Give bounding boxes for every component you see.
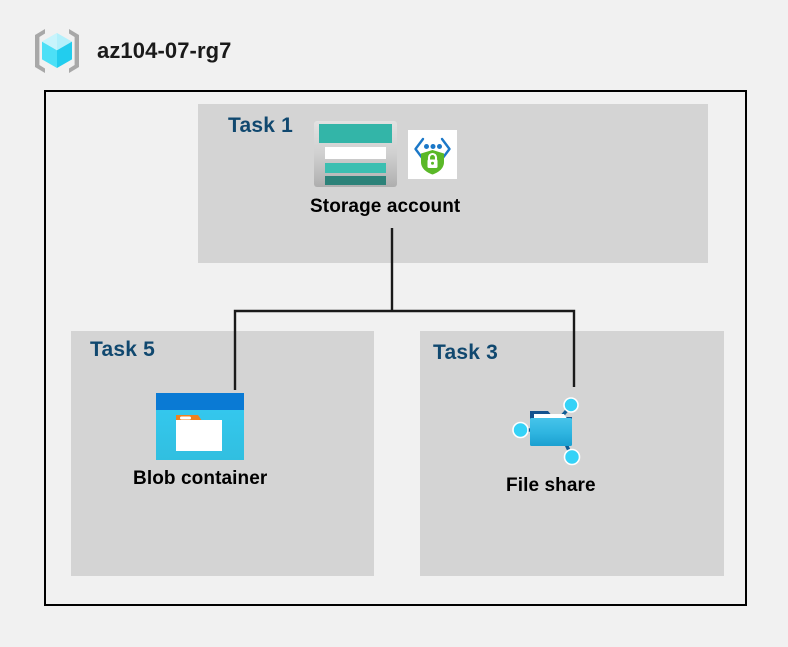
task-panel-task5[interactable]: Task 5 Blob container xyxy=(71,331,374,576)
resource-group-boundary xyxy=(44,90,747,606)
task-panel-task3[interactable]: Task 3 xyxy=(420,331,724,576)
resource-group-icon xyxy=(35,29,79,73)
node-file-share-icons xyxy=(508,389,594,467)
blob-container-icon xyxy=(156,393,245,460)
file-share-icon xyxy=(512,397,581,466)
node-file-share[interactable]: File share xyxy=(506,389,596,497)
node-blob-container-icons xyxy=(156,393,245,460)
node-blob-container[interactable]: Blob container xyxy=(133,393,267,490)
node-storage-account[interactable]: Storage account xyxy=(310,120,460,218)
node-blob-container-caption: Blob container xyxy=(133,468,268,489)
storage-account-icon xyxy=(314,121,398,187)
node-file-share-caption: File share xyxy=(506,475,596,496)
node-storage-account-icons xyxy=(313,120,458,188)
task-label-task5: Task 5 xyxy=(90,338,156,361)
resource-group-title: az104-07-rg7 xyxy=(97,38,232,63)
task-label-task1: Task 1 xyxy=(228,114,294,137)
task-panel-task1[interactable]: Task 1 xyxy=(198,104,708,263)
task-label-task3: Task 3 xyxy=(433,341,499,364)
storage-encryption-icon xyxy=(408,129,458,179)
node-storage-account-caption: Storage account xyxy=(310,196,461,217)
resource-group-header: az104-07-rg7 xyxy=(31,26,232,76)
